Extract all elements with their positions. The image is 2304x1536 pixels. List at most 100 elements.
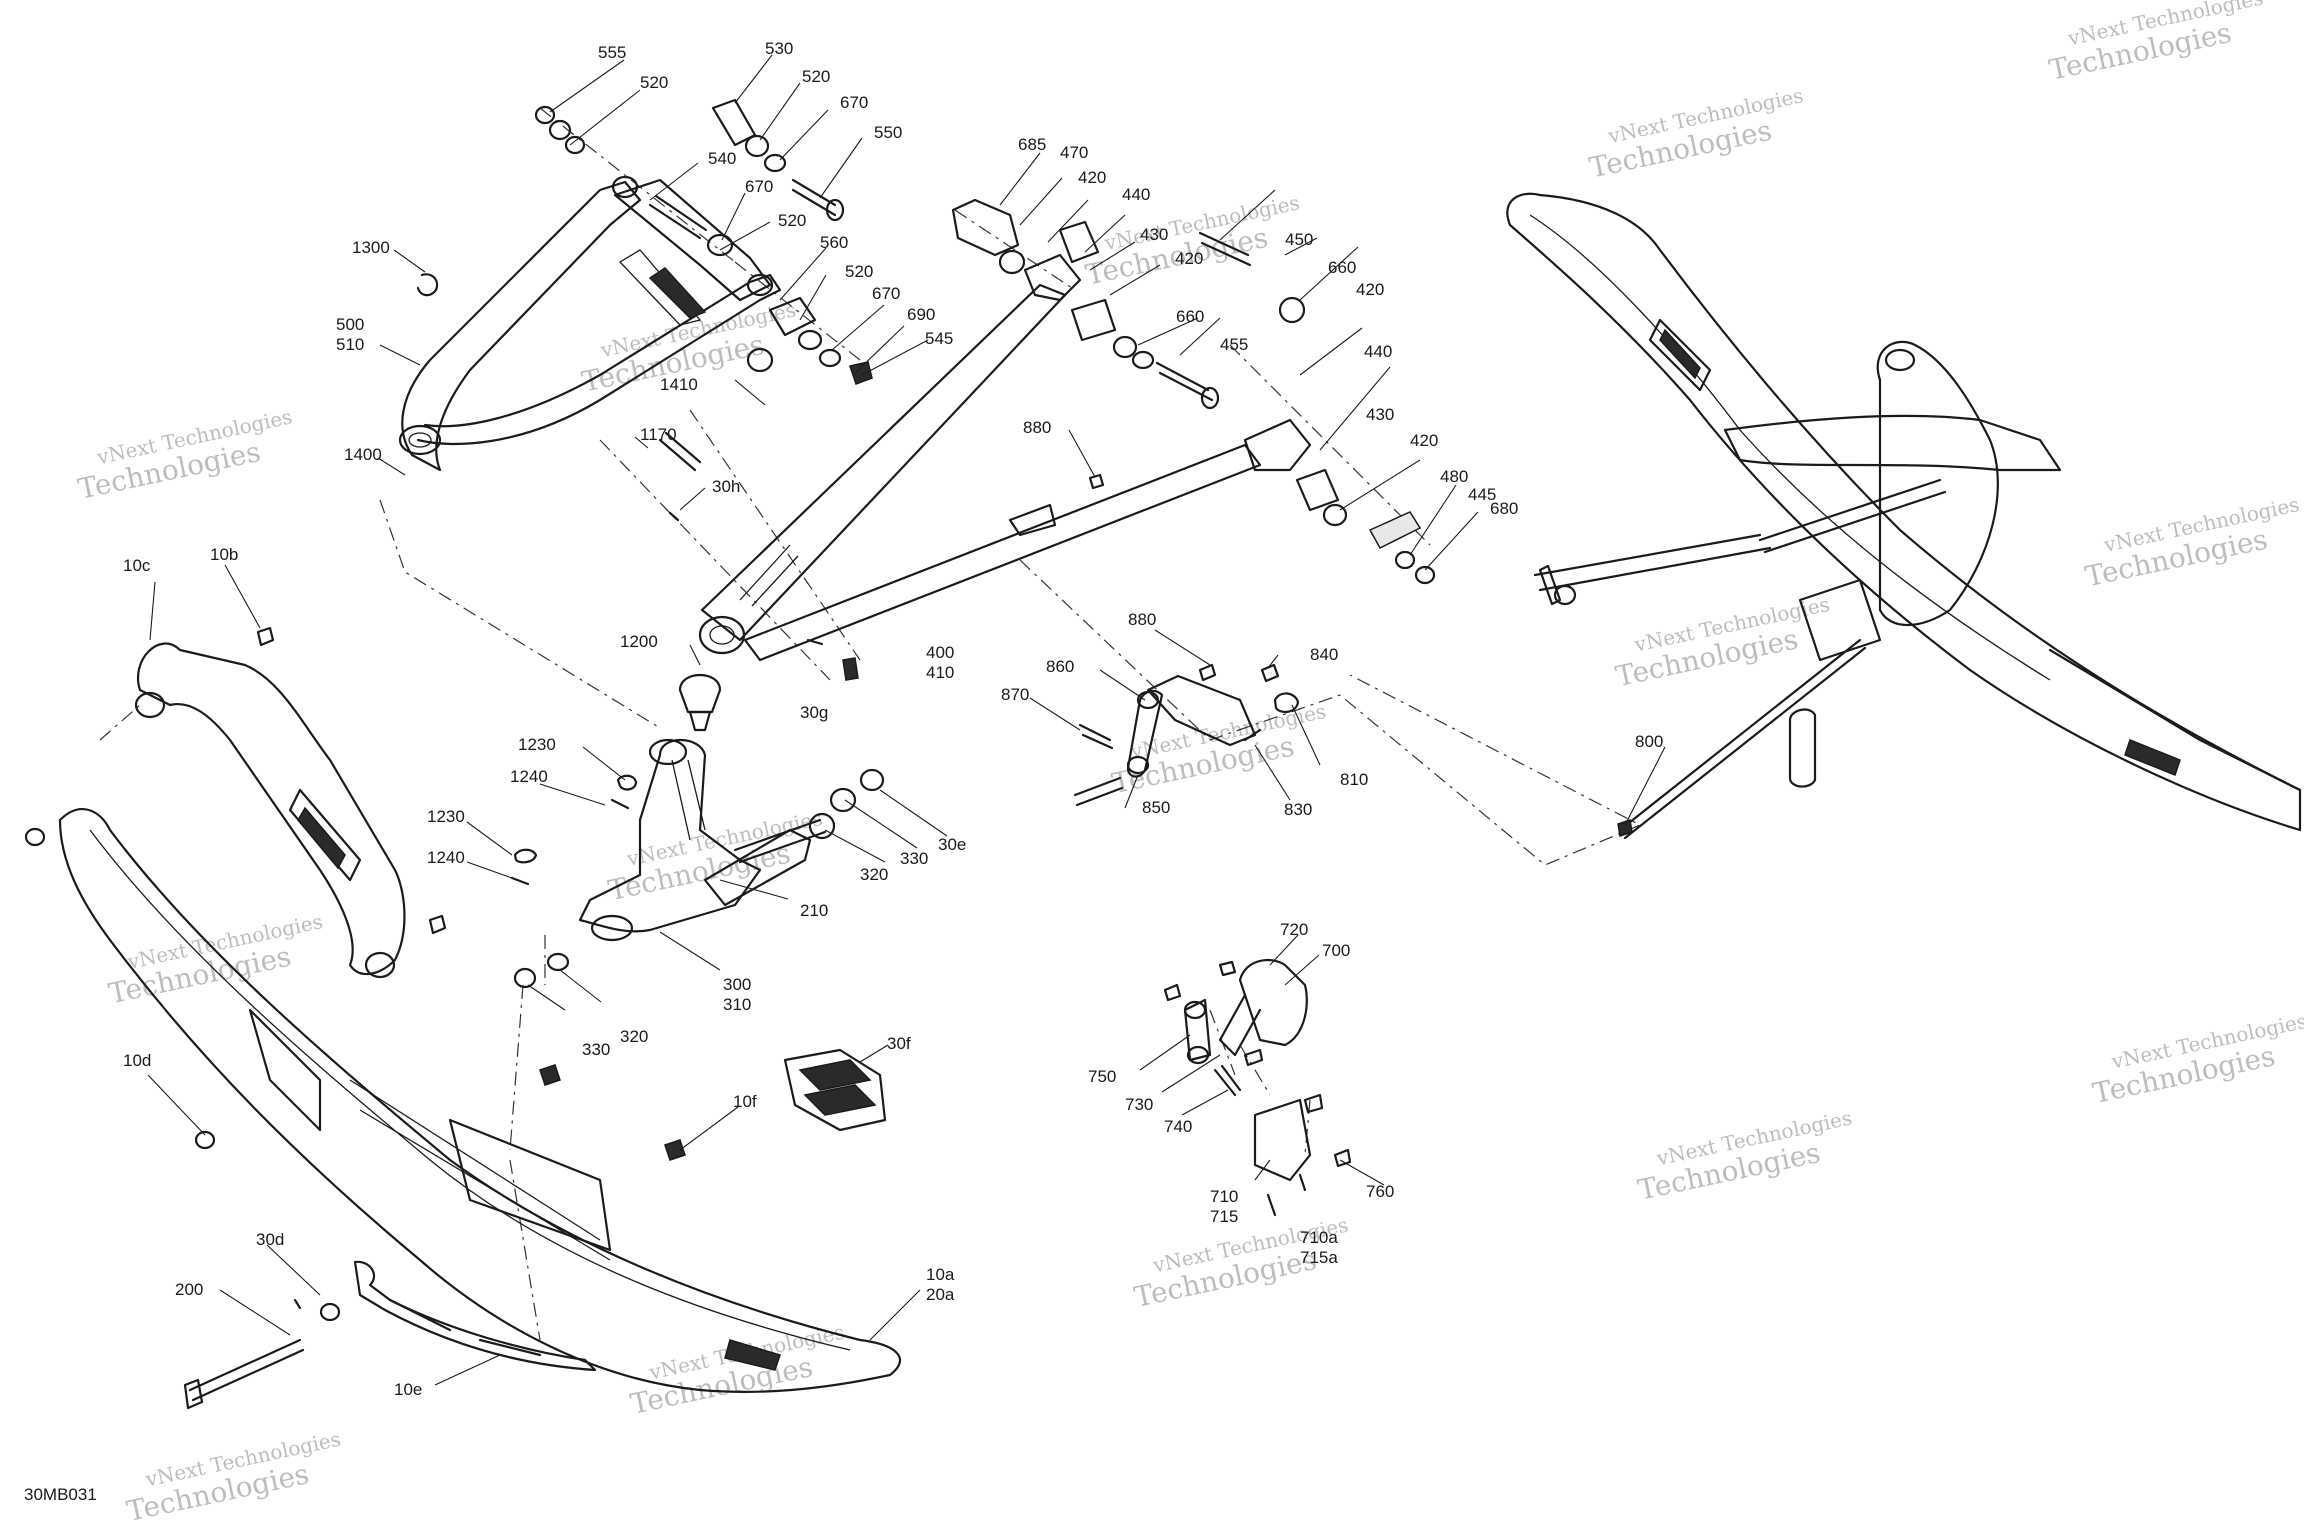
callout-label: 700 [1322,941,1350,960]
callout-label: 710 [1210,1187,1238,1206]
callout-label: 670 [745,177,773,196]
callout-label: 715 [1210,1207,1238,1226]
callout-label: 10f [733,1092,757,1111]
callout-label: 200 [175,1280,203,1299]
lower-arm-hardware [658,198,1436,681]
callout-label: 670 [840,93,868,112]
watermark: vNext Technologies Technologies [1613,592,1832,693]
callout-label: 440 [1364,342,1392,361]
callout-label: 730 [1125,1095,1153,1114]
callout-label: 420 [1175,249,1203,268]
callout-label: 660 [1176,307,1204,326]
callout-label: 740 [1164,1117,1192,1136]
callout-label: 310 [723,995,751,1014]
callout-label: 830 [1284,800,1312,819]
callout-label: 330 [900,849,928,868]
callout-label: 510 [336,335,364,354]
callout-label: 685 [1018,135,1046,154]
callout-label: 530 [765,39,793,58]
callout-label: 520 [778,211,806,230]
callout-label: 1410 [660,375,698,394]
callout-label: 760 [1366,1182,1394,1201]
callout-label: 455 [1220,335,1248,354]
callout-label: 550 [874,123,902,142]
watermark: vNext Technologies Technologies [75,404,294,505]
watermark: vNext Technologies Technologies [2090,1009,2304,1110]
callout-label: 1230 [427,807,465,826]
callout-label: 30e [938,835,966,854]
callout-label: 210 [800,901,828,920]
callout-label: 670 [872,284,900,303]
callout-label: 840 [1310,645,1338,664]
ski [24,808,901,1393]
callout-label: 430 [1140,225,1168,244]
watermark: vNext Technologies Technologies [106,909,325,1010]
diagram-reference-code: 30MB031 [24,1485,97,1504]
callout-label: 420 [1410,431,1438,450]
callout-label: 520 [845,262,873,281]
callout-label: 400 [926,643,954,662]
upper-arm-hardware [534,98,873,385]
watermark: vNext Technologies Technologies [2082,492,2301,593]
callout-label: 800 [1635,732,1663,751]
callout-label: 30h [712,477,740,496]
sway-bar-link [1073,663,1300,807]
callout-label: 715a [1300,1248,1338,1267]
sensor-assembly [1163,958,1352,1217]
assembly-center-lines [99,107,1642,1341]
lower-a-arm [698,253,1312,662]
callout-label: 10a [926,1265,955,1284]
callout-label: 1200 [620,632,658,651]
callout-label: 1240 [427,848,465,867]
callout-label: 10e [394,1380,422,1399]
watermark: vNext Technologies Technologies [1586,83,1805,184]
callout-label: 445 [1468,485,1496,504]
callout-label: 420 [1078,168,1106,187]
callout-label: 30f [887,1034,911,1053]
ski-runner-and-bolt [183,1260,597,1410]
watermark: vNext Technologies Technologies [628,1320,847,1421]
leader-lines [147,54,1666,1386]
callout-label: 320 [620,1027,648,1046]
callout-label: 1240 [510,767,548,786]
callout-label: 300 [723,975,751,994]
callout-label: 480 [1440,467,1468,486]
callout-labels: 555 520 530 520 670 550 540 670 520 560 … [123,39,1663,1399]
callout-label: 320 [860,865,888,884]
callout-label: 500 [336,315,364,334]
watermark: vNext Technologies Technologies [1109,699,1328,800]
callout-label: 450 [1285,230,1313,249]
callout-label: 20a [926,1285,955,1304]
callout-label: 750 [1088,1067,1116,1086]
callout-label: 560 [820,233,848,252]
callout-label: 870 [1001,685,1029,704]
callout-label: 850 [1142,798,1170,817]
callout-label: 440 [1122,185,1150,204]
callout-label: 410 [926,663,954,682]
callout-label: 680 [1490,499,1518,518]
callout-label: 30d [256,1230,284,1249]
callout-label: 710a [1300,1228,1338,1247]
watermark: vNext Technologies Technologies [124,1427,343,1528]
callout-label: 1230 [518,735,556,754]
callout-label: 520 [640,73,668,92]
callout-label: 470 [1060,143,1088,162]
callout-label: 430 [1366,405,1394,424]
callout-label: 420 [1356,280,1384,299]
callout-label: 30g [800,703,828,722]
callout-label: 555 [598,43,626,62]
upper-a-arm [398,175,782,472]
callout-label: 540 [708,149,736,168]
ski-boot-30f [783,1048,887,1132]
callout-label: 10c [123,556,151,575]
spindle-assembly [510,674,885,989]
callout-label: 1300 [352,238,390,257]
ski-leg [134,626,447,979]
callout-label: 520 [802,67,830,86]
callout-label: 660 [1328,258,1356,277]
callout-label: 10d [123,1051,151,1070]
callout-label: 880 [1023,418,1051,437]
callout-label: 1400 [344,445,382,464]
callout-label: 880 [1128,610,1156,629]
